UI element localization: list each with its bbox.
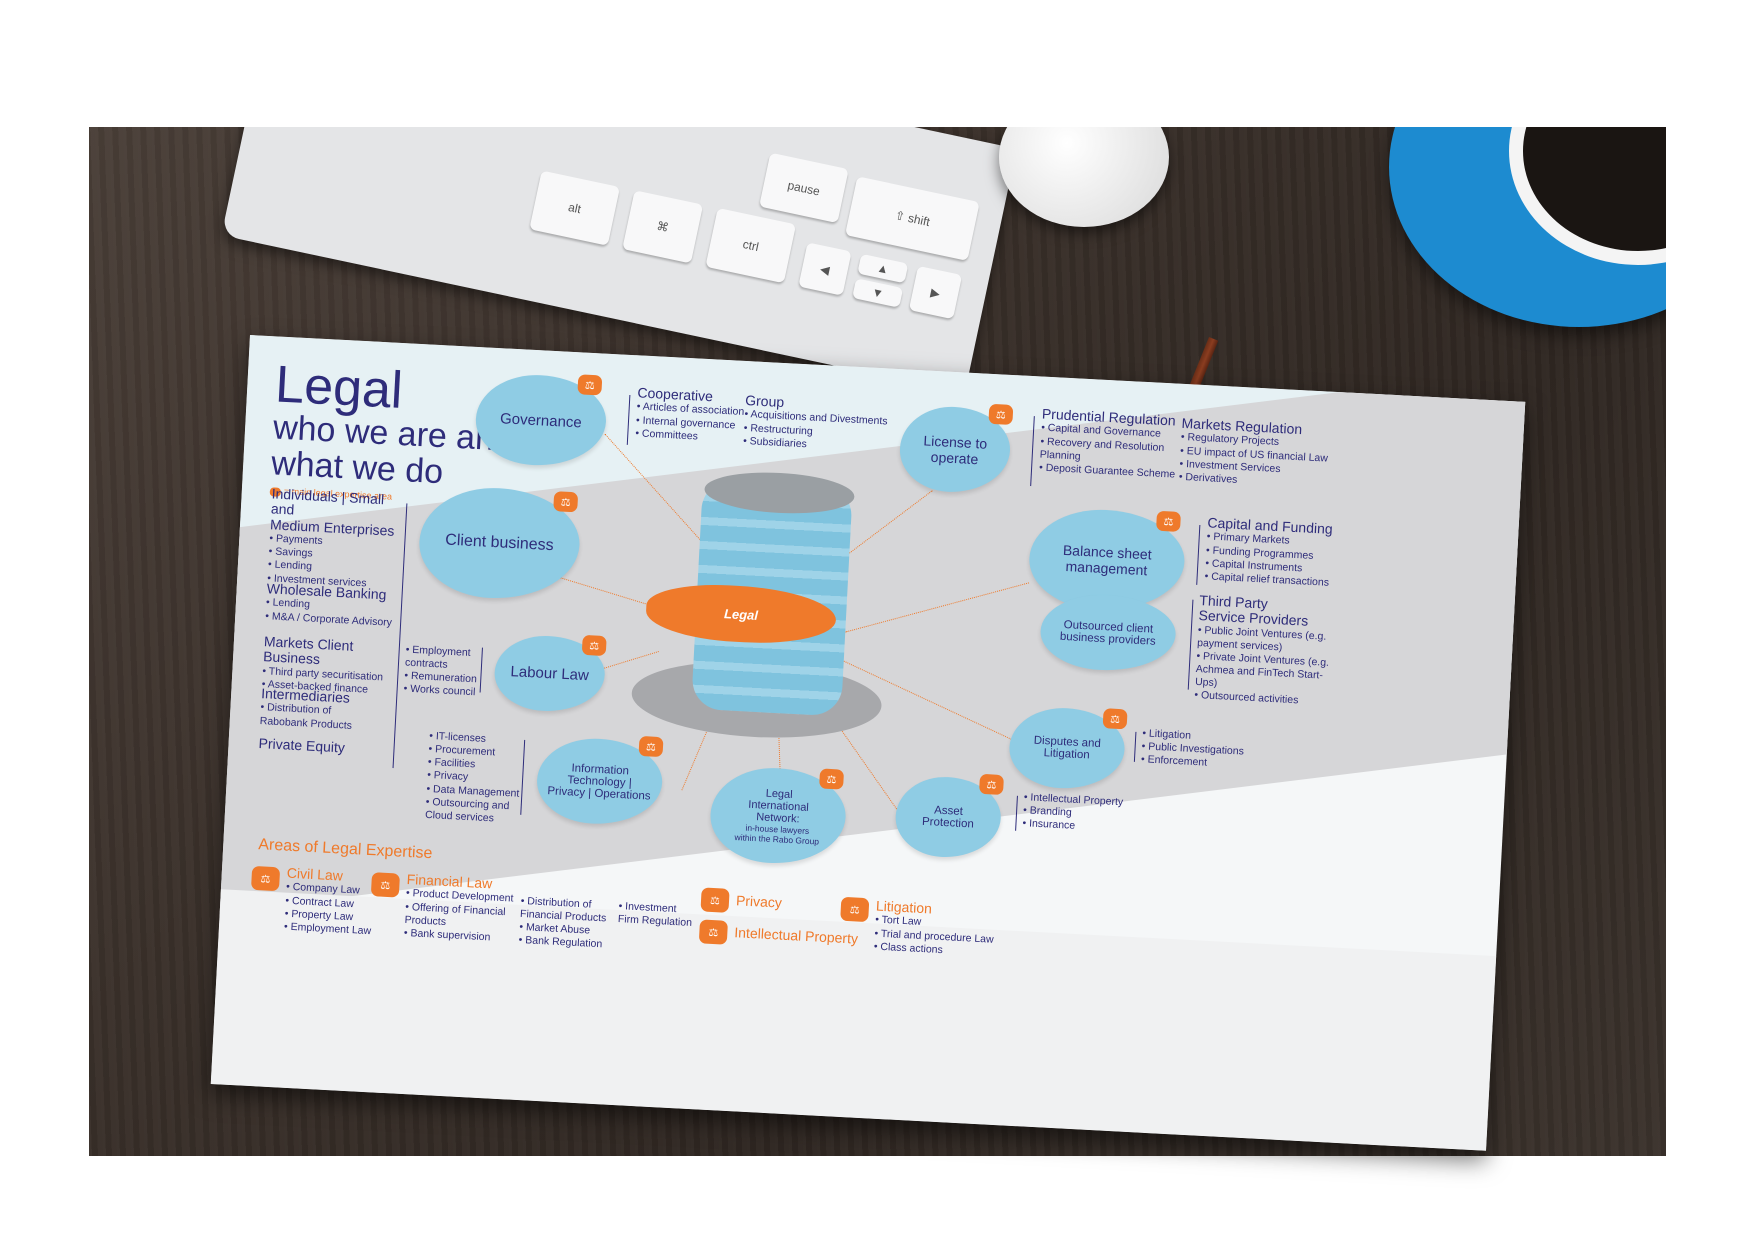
scales-icon: ⚖ — [370, 872, 401, 898]
cooperative-block: Cooperative Articles of association Inte… — [635, 384, 748, 445]
node-governance-label: Governance — [499, 409, 583, 431]
key-left: ◀ — [798, 242, 852, 296]
node-disputes-line: Litigation — [1043, 747, 1090, 762]
key-ctrl: ctrl — [705, 207, 797, 284]
scales-icon: ⚖ — [250, 865, 281, 892]
financial-law-block: Financial Law Product Development Offeri… — [404, 871, 517, 946]
scales-icon: ⚖ — [698, 919, 728, 945]
key-cmd: ⌘ — [622, 190, 704, 264]
scales-icon: ⚖ — [581, 634, 607, 657]
node-labour-law-label: Labour Law — [510, 663, 590, 685]
intermediaries-block: Intermediaries Distribution of Rabobank … — [259, 685, 381, 734]
scales-icon: ⚖ — [1156, 510, 1182, 532]
key-pause: pause — [759, 152, 849, 224]
node-it-line: Privacy | Operations — [547, 784, 651, 803]
legal-center-label: Legal — [723, 605, 759, 623]
key-alt: alt — [529, 170, 621, 246]
labour-items-block: Employment contracts Remuneration Works … — [403, 644, 486, 701]
scales-icon: ⚖ — [577, 374, 603, 396]
markets-reg-block: Markets Regulation Regulatory Projects E… — [1178, 415, 1331, 492]
litigation-block: Litigation Tort Law Trial and procedure … — [873, 898, 996, 960]
scales-icon: ⚖ — [553, 491, 579, 513]
legal-poster: Legal who we are and what we do = main l… — [210, 335, 1526, 1151]
individuals-block: Individuals | Small and Medium Enterpris… — [267, 485, 407, 592]
scales-icon: ⚖ — [978, 773, 1005, 796]
labour-item: Employment contracts — [405, 644, 486, 674]
mouse — [999, 127, 1169, 227]
capital-funding-block: Capital and Funding Primary Markets Fund… — [1204, 514, 1357, 591]
node-asset-line: Protection — [921, 815, 975, 831]
prudential-block: Prudential Regulation Capital and Govern… — [1039, 406, 1182, 482]
it-item: Outsourcing and Cloud services — [425, 795, 521, 826]
scales-icon: ⚖ — [700, 887, 730, 913]
scales-icon: ⚖ — [819, 768, 845, 790]
third-party-block: Third Party Service Providers Public Joi… — [1194, 592, 1340, 710]
financial-law-block-2: Distribution of Financial Products Marke… — [518, 895, 616, 952]
group-block: Group Acquisitions and Divestments Restr… — [743, 392, 896, 456]
key-shift: ⇧ shift — [845, 176, 980, 261]
wholesale-block: Wholesale Banking Lending M&A / Corporat… — [265, 580, 402, 630]
scales-icon: ⚖ — [840, 896, 870, 923]
financial-law-item: Investment Firm Regulation — [618, 900, 699, 930]
node-client-business-label: Client business — [444, 531, 555, 555]
key-down: ▼ — [852, 278, 904, 308]
key-up: ▲ — [857, 253, 909, 284]
it-items-block: IT-licenses Procurement Facilities Priva… — [425, 730, 525, 827]
scales-icon: ⚖ — [1102, 708, 1128, 730]
node-balance-line: management — [1065, 558, 1148, 579]
asset-items-block: Intellectual Property Branding Insurance — [1022, 791, 1144, 837]
privacy-heading: Privacy — [735, 892, 783, 911]
financial-law-block-3: Investment Firm Regulation — [618, 900, 699, 930]
scales-icon: ⚖ — [988, 403, 1014, 426]
scales-icon: ⚖ — [638, 735, 664, 758]
disputes-items-block: Litigation Public Investigations Enforce… — [1141, 727, 1263, 773]
node-license-line: operate — [930, 448, 979, 467]
key-right: ▶ — [908, 265, 963, 320]
